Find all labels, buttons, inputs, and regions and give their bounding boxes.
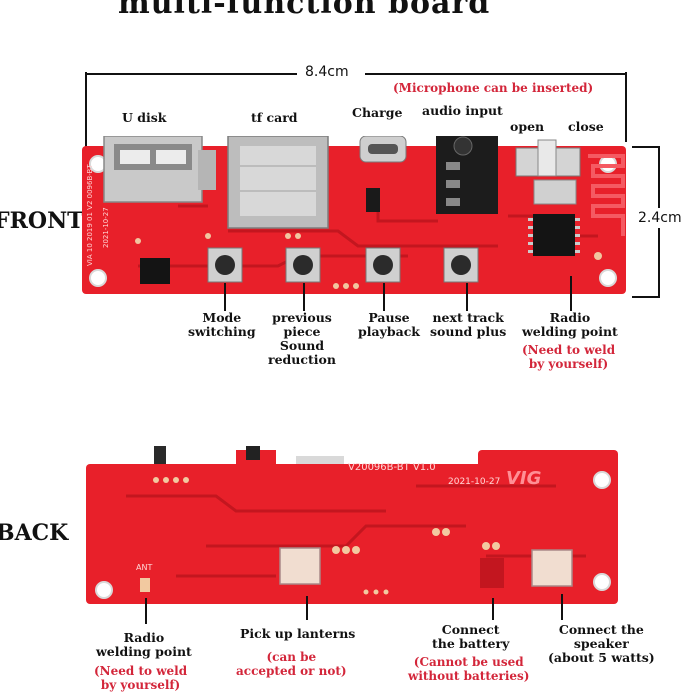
mic-note: (Microphone can be inserted): [393, 81, 594, 95]
back-side-label: BACK: [0, 520, 69, 546]
tactile-button-previous: [285, 247, 321, 283]
tactile-button-pause: [365, 247, 401, 283]
label-tf-card: tf card: [251, 110, 298, 125]
power-switch: [515, 139, 581, 205]
page-title: multi-function board: [118, 0, 491, 21]
usb-port: [103, 136, 216, 203]
pointer-lanterns: [306, 596, 308, 620]
pointer-pause: [383, 283, 385, 311]
tactile-button-mode: [207, 247, 243, 283]
label-u-disk: U disk: [122, 110, 167, 125]
back-pads: [153, 477, 500, 595]
tactile-button-next: [443, 247, 479, 283]
label-audio-input: audio input: [422, 103, 503, 118]
pointer-radio-back: [145, 598, 147, 624]
pointer-radio-front: [570, 276, 572, 311]
back-lantern-connector: [279, 547, 321, 585]
pointer-mode: [224, 283, 226, 311]
width-dim-line-right: [365, 73, 627, 75]
back-date-text: 2021-10-27: [448, 477, 500, 487]
width-dim-left-tick: [85, 72, 87, 150]
front-board: VIA 10 2019 01 V2 0096B-BT 2021-10-27: [82, 136, 626, 294]
back-logo-text: VIG: [506, 468, 541, 489]
audio-jack: [436, 136, 498, 214]
front-chips: [140, 188, 580, 284]
width-dim-right-tick: [625, 72, 627, 142]
front-board-date: 2021-10-27: [102, 207, 110, 248]
tf-card-slot: [227, 136, 329, 229]
height-dim-top-tick: [632, 146, 660, 148]
pointer-speaker: [561, 594, 563, 620]
antenna-trace: [588, 154, 625, 236]
usb-c-charge-port: [359, 136, 407, 163]
height-dimension: 2.4cm: [638, 208, 682, 228]
label-pick-up-lanterns: Pick up lanterns: [240, 626, 356, 641]
back-ant-pad: [140, 578, 150, 592]
back-jack-tip: [246, 446, 260, 460]
height-dim-bottom-tick: [632, 296, 660, 298]
width-dim-line-left: [85, 73, 297, 75]
pointer-battery: [492, 598, 494, 620]
back-battery-pad: [480, 558, 504, 588]
label-close: close: [568, 119, 604, 134]
back-traces: [126, 484, 586, 578]
back-board: V20096B-BT V1.0 2021-10-27 VIG ANT: [86, 446, 618, 604]
pointer-previous: [303, 283, 305, 311]
back-speaker-connector: [531, 549, 573, 587]
back-mount-holes: [95, 471, 611, 599]
label-charge: Charge: [352, 105, 403, 120]
front-side-label: FRONT: [0, 208, 84, 234]
back-ant-text: ANT: [136, 563, 152, 572]
label-open: open: [510, 119, 545, 134]
width-dimension: 8.4cm: [305, 64, 349, 80]
front-board-text: VIA 10 2019 01 V2 0096B-BT: [86, 164, 94, 266]
back-model-text: V20096B-BT V1.0: [348, 462, 436, 473]
front-pads: [135, 233, 602, 289]
pointer-next: [466, 283, 468, 311]
